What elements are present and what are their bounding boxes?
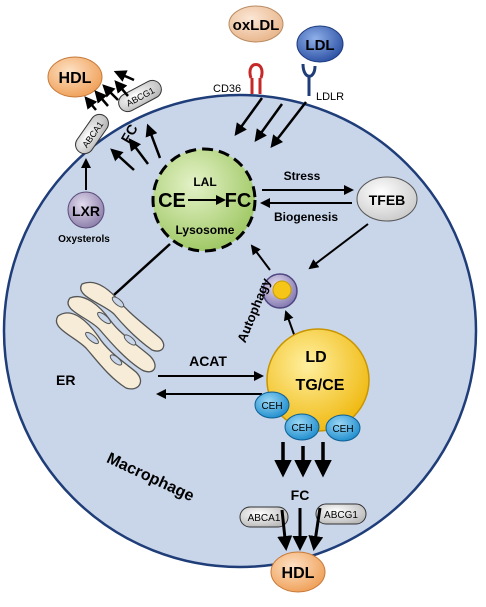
acat-label: ACAT bbox=[189, 353, 227, 369]
lxr-label: LXR bbox=[72, 203, 100, 219]
lxr-node bbox=[67, 191, 105, 229]
fc-arrows-bottom bbox=[274, 442, 332, 478]
svg-text:ABCG1: ABCG1 bbox=[324, 510, 358, 521]
autophagosome-to-lysosome-arrow bbox=[250, 244, 271, 271]
abca1-transporter-bottom: ABCA1 bbox=[239, 506, 289, 528]
stress-label: Stress bbox=[284, 169, 321, 183]
oxldl-particle bbox=[228, 5, 284, 43]
cd36-receptor bbox=[248, 63, 264, 94]
svg-text:ABCA1: ABCA1 bbox=[248, 513, 281, 524]
ldlr-label: LDLR bbox=[316, 91, 344, 103]
fc-label-lysosome: FC bbox=[225, 190, 252, 212]
ldl-particle bbox=[296, 25, 344, 63]
cd36-label: CD36 bbox=[213, 83, 241, 95]
lal-label: LAL bbox=[193, 175, 216, 189]
hdl-label-top: HDL bbox=[59, 70, 92, 87]
ldlr-receptor bbox=[301, 63, 317, 96]
ceh-enzyme-3: CEH bbox=[325, 414, 361, 442]
svg-text:CEH: CEH bbox=[332, 424, 353, 435]
tfeb-label: TFEB bbox=[369, 192, 406, 208]
oxysterols-label: Oxysterols bbox=[58, 234, 110, 245]
er-structure bbox=[55, 281, 165, 390]
fc-arrows-top bbox=[110, 123, 162, 171]
svg-text:CEH: CEH bbox=[261, 401, 282, 412]
ce-label: CE bbox=[158, 190, 186, 212]
autophagosome-lipid bbox=[272, 280, 292, 300]
ceh-enzyme-1: CEH bbox=[254, 391, 290, 419]
hdl-particle-top bbox=[47, 56, 103, 98]
lysosome-label: Lysosome bbox=[176, 223, 235, 237]
lysosome-to-er-arrow bbox=[102, 243, 171, 306]
hdl-label-bottom: HDL bbox=[282, 565, 315, 582]
efflux-arrows-bottom bbox=[277, 507, 324, 551]
abcg1-transporter-bottom: ABCG1 bbox=[315, 503, 367, 525]
er-holes bbox=[85, 296, 137, 366]
fc-label-bottom: FC bbox=[291, 487, 310, 503]
er-label: ER bbox=[56, 372, 75, 388]
tfeb-arrow bbox=[308, 223, 369, 270]
efflux-arrows-top bbox=[84, 70, 135, 111]
svg-text:CEH: CEH bbox=[291, 423, 312, 434]
biogenesis-label: Biogenesis bbox=[274, 210, 338, 224]
uptake-arrows bbox=[234, 97, 307, 148]
ldl-label: LDL bbox=[305, 37, 334, 54]
oxldl-label: oxLDL bbox=[233, 17, 280, 34]
macrophage-cell bbox=[2, 93, 478, 569]
hdl-particle-bottom bbox=[270, 551, 326, 593]
ld-label: LD bbox=[305, 349, 326, 366]
tfeb-node bbox=[356, 176, 418, 222]
ceh-enzyme-2: CEH bbox=[284, 413, 320, 441]
tgce-label: TG/CE bbox=[296, 377, 345, 394]
